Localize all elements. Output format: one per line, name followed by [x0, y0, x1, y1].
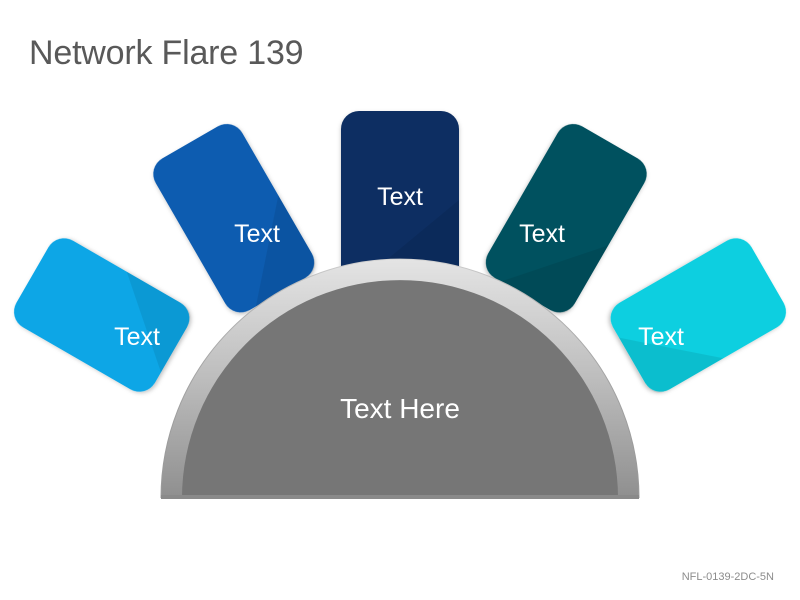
center-label: Text Here — [340, 393, 460, 424]
page-title: Network Flare 139 — [29, 34, 304, 72]
petal-4-label: Text — [519, 220, 565, 248]
center-hub — [160, 258, 640, 499]
petal-4-shape — [485, 124, 647, 313]
petal-5-shape — [610, 238, 786, 392]
petal-2-shade — [255, 195, 316, 307]
petal-1 — [14, 238, 191, 392]
petal-5-label: Text — [638, 323, 684, 351]
petal-1-shape — [14, 238, 190, 392]
petal-2 — [153, 124, 316, 313]
petal-2-shape — [153, 124, 315, 313]
petal-2-label: Text — [234, 220, 280, 248]
petal-5 — [610, 238, 786, 393]
petal-1-label: Text — [114, 323, 160, 351]
product-code: NFL-0139-2DC-5N — [681, 571, 774, 583]
center-ring-edge — [160, 258, 640, 499]
petal-3-label: Text — [377, 183, 423, 211]
center-disc — [182, 280, 618, 498]
petal-3-shape — [341, 111, 459, 286]
petal-5-shade — [619, 337, 724, 393]
center-base — [161, 495, 639, 499]
petal-1-shade — [126, 271, 191, 373]
